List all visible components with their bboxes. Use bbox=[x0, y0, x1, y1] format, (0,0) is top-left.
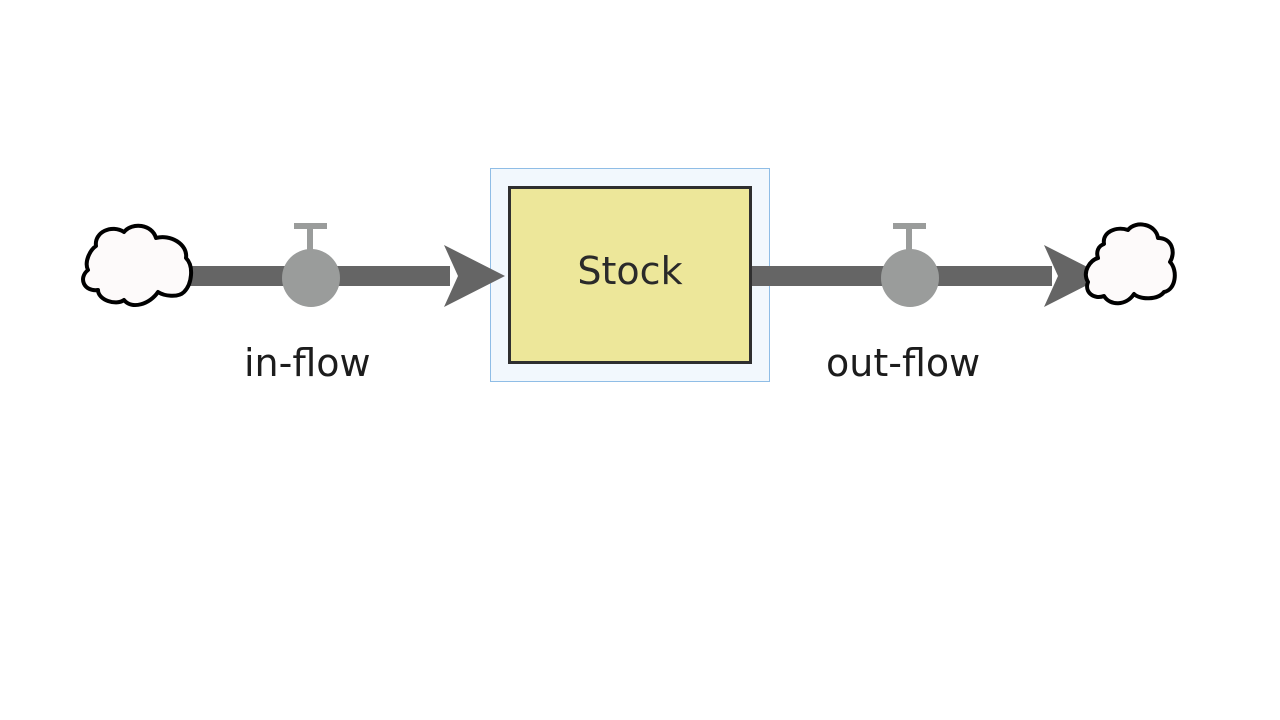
inflow-valve-body bbox=[282, 249, 340, 307]
valve-icon[interactable] bbox=[881, 223, 939, 307]
inflow-arrowhead bbox=[444, 245, 505, 307]
outflow-arrowhead bbox=[1044, 245, 1105, 307]
stock-label: Stock bbox=[577, 249, 683, 293]
outflow-label: out-flow bbox=[826, 341, 981, 385]
outflow-valve-body bbox=[881, 249, 939, 307]
cloud-icon[interactable] bbox=[1083, 222, 1177, 306]
inflow-pipe[interactable] bbox=[180, 245, 505, 307]
inflow-label: in-flow bbox=[244, 341, 371, 385]
cloud-icon[interactable] bbox=[81, 223, 193, 308]
valve-icon[interactable] bbox=[282, 223, 340, 307]
inflow-valve-stem bbox=[307, 226, 313, 256]
outflow-valve-stem bbox=[906, 226, 912, 256]
stock-box[interactable]: Stock bbox=[508, 186, 752, 364]
